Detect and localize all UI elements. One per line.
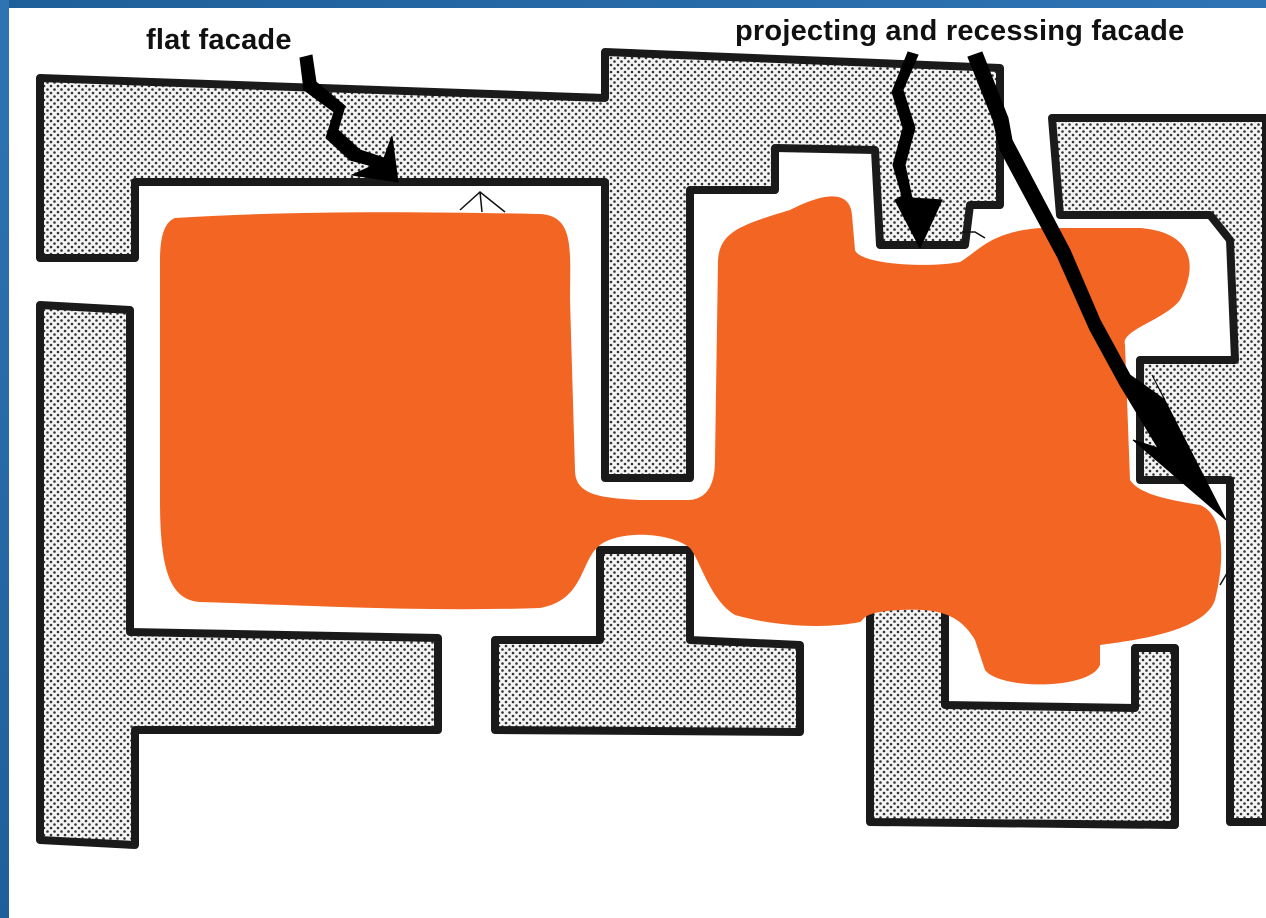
public-space-left-square (160, 196, 1222, 685)
building-blocks (36, 48, 1266, 849)
flat-facade-label: flat facade (146, 24, 292, 56)
flat-facade-arrow (299, 54, 399, 183)
slide-frame-left (0, 0, 9, 918)
projecting-facade-label: projecting and recessing facade (735, 15, 1185, 47)
annotation-arrows (299, 51, 1227, 521)
building-block-top-left (36, 48, 1004, 482)
recess-arrow (891, 51, 943, 250)
building-block-left-l (36, 301, 442, 849)
projection-arrow (967, 51, 1227, 521)
building-block-bottom-right (866, 591, 1179, 829)
building-block-bottom-middle (491, 546, 804, 736)
facade-markers (459, 191, 1233, 590)
slide-frame-top (0, 0, 1266, 8)
public-space (160, 196, 1222, 685)
building-block-right (1048, 114, 1266, 826)
